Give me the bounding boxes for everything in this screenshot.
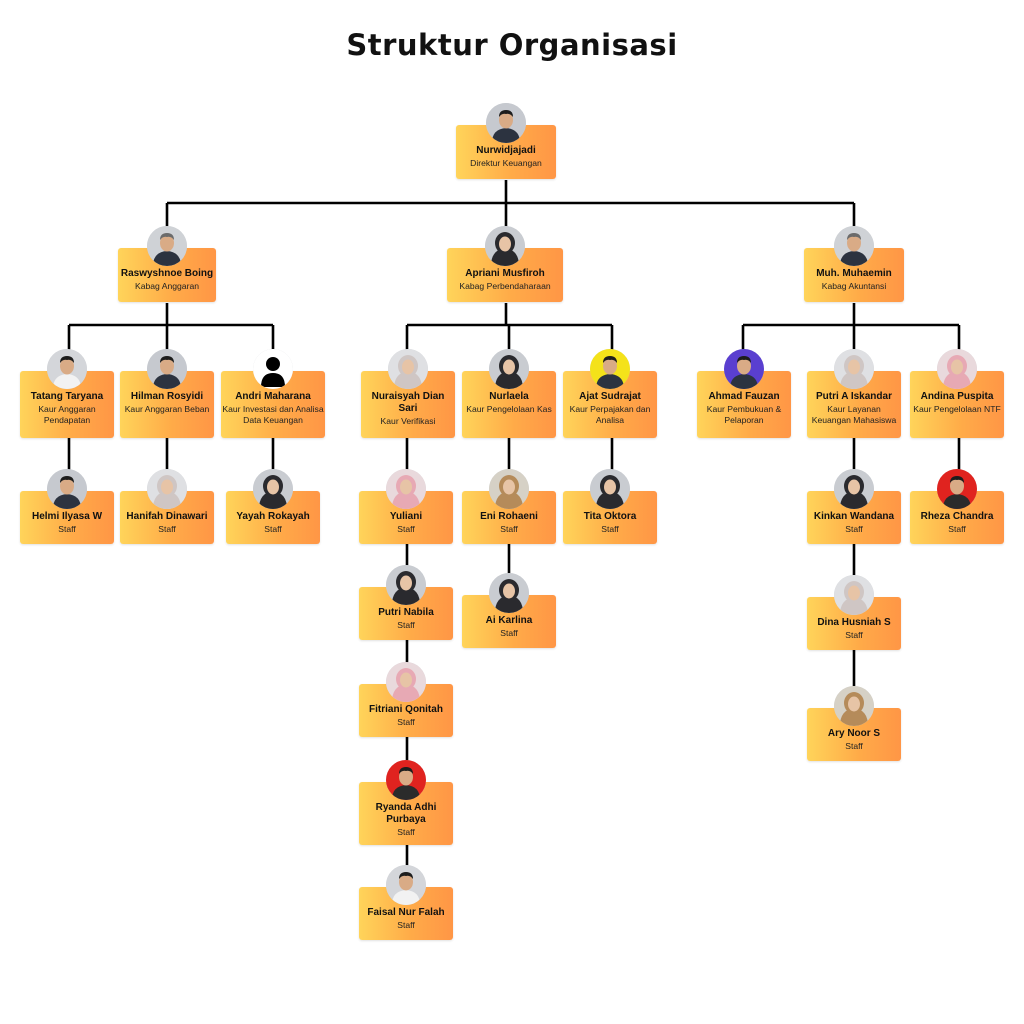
- avatar: [386, 760, 426, 800]
- person-role: Kaur Pengelolaan NTF: [913, 404, 1001, 414]
- person-name: Tita Oktora: [583, 511, 637, 522]
- avatar: [590, 469, 630, 509]
- person-role: Staff: [397, 717, 415, 727]
- person-name: Nurlaela: [489, 391, 529, 402]
- person-role: Kaur Pengelolaan Kas: [466, 404, 552, 414]
- person-name: Kinkan Wandana: [813, 511, 895, 522]
- person-role: Direktur Keuangan: [470, 158, 542, 168]
- person-role: Staff: [264, 524, 282, 534]
- person-role: Kaur Anggaran Beban: [124, 404, 210, 414]
- person-role: Staff: [158, 524, 176, 534]
- person-role: Kaur Investasi dan Analisa Data Keuangan: [222, 404, 324, 425]
- person-role: Staff: [397, 524, 415, 534]
- avatar: [486, 103, 526, 143]
- person-role: Staff: [601, 524, 619, 534]
- avatar: [590, 349, 630, 389]
- person-name: Putri Nabila: [378, 607, 434, 618]
- person-name: Helmi Ilyasa W: [31, 511, 103, 522]
- person-role: Staff: [397, 620, 415, 630]
- person-role: Staff: [948, 524, 966, 534]
- person-name: Andri Maharana: [235, 391, 311, 402]
- person-name: Eni Rohaeni: [480, 511, 538, 522]
- person-role: Kaur Layanan Keuangan Mahasiswa: [811, 404, 897, 425]
- avatar: [834, 226, 874, 266]
- person-role: Kabag Anggaran: [134, 281, 200, 291]
- avatar: [386, 469, 426, 509]
- person-name: Hanifah Dinawari: [126, 511, 208, 522]
- person-role: Kabag Perbendaharaan: [459, 281, 551, 291]
- person-name: Nuraisyah Dian Sari: [371, 391, 445, 414]
- person-role: Staff: [58, 524, 76, 534]
- avatar: [147, 226, 187, 266]
- person-name: Faisal Nur Falah: [367, 907, 445, 918]
- avatar: [485, 226, 525, 266]
- avatar: [386, 565, 426, 605]
- avatar: [937, 469, 977, 509]
- avatar: [834, 349, 874, 389]
- avatar: [489, 573, 529, 613]
- avatar: [253, 349, 293, 389]
- person-name: Ai Karlina: [485, 615, 533, 626]
- person-role: Kaur Anggaran Pendapatan: [38, 404, 96, 425]
- person-name: Tatang Taryana: [30, 391, 104, 402]
- person-name: Andina Puspita: [920, 391, 994, 402]
- avatar: [147, 349, 187, 389]
- person-role: Kaur Pembukuan & Pelaporan: [706, 404, 782, 425]
- person-role: Kabag Akuntansi: [821, 281, 887, 291]
- person-name: Fitriani Qonitah: [369, 704, 443, 715]
- person-name: Ajat Sudrajat: [579, 391, 641, 402]
- avatar: [253, 469, 293, 509]
- person-name: Yayah Rokayah: [236, 511, 310, 522]
- avatar: [386, 662, 426, 702]
- person-name: Raswyshnoe Boing: [120, 268, 214, 279]
- person-name: Dina Husniah S: [817, 617, 891, 628]
- person-role: Staff: [397, 827, 415, 837]
- person-role: Kaur Verifikasi: [380, 416, 436, 426]
- person-name: Ary Noor S: [827, 728, 881, 739]
- person-role: Staff: [500, 524, 518, 534]
- person-name: Apriani Musfiroh: [465, 268, 545, 279]
- avatar: [937, 349, 977, 389]
- person-name: Ryanda Adhi Purbaya: [375, 802, 437, 825]
- avatar: [388, 349, 428, 389]
- avatar: [834, 686, 874, 726]
- person-name: Muh. Muhaemin: [816, 268, 892, 279]
- avatar: [47, 469, 87, 509]
- person-name: Putri A Iskandar: [816, 391, 892, 402]
- avatar: [834, 469, 874, 509]
- person-name: Yuliani: [389, 511, 423, 522]
- person-role: Staff: [500, 628, 518, 638]
- person-name: Ahmad Fauzan: [708, 391, 780, 402]
- avatar: [386, 865, 426, 905]
- avatar: [47, 349, 87, 389]
- avatar: [147, 469, 187, 509]
- person-role: Staff: [845, 524, 863, 534]
- person-role: Staff: [845, 630, 863, 640]
- person-name: Rheza Chandra: [920, 511, 994, 522]
- person-name: Nurwidjajadi: [476, 145, 536, 156]
- avatar: [489, 469, 529, 509]
- person-role: Staff: [845, 741, 863, 751]
- page-title: Struktur Organisasi: [346, 28, 678, 62]
- person-role: Kaur Perpajakan dan Analisa: [569, 404, 651, 425]
- person-role: Staff: [397, 920, 415, 930]
- avatar: [724, 349, 764, 389]
- person-name: Hilman Rosyidi: [130, 391, 204, 402]
- avatar: [489, 349, 529, 389]
- avatar: [834, 575, 874, 615]
